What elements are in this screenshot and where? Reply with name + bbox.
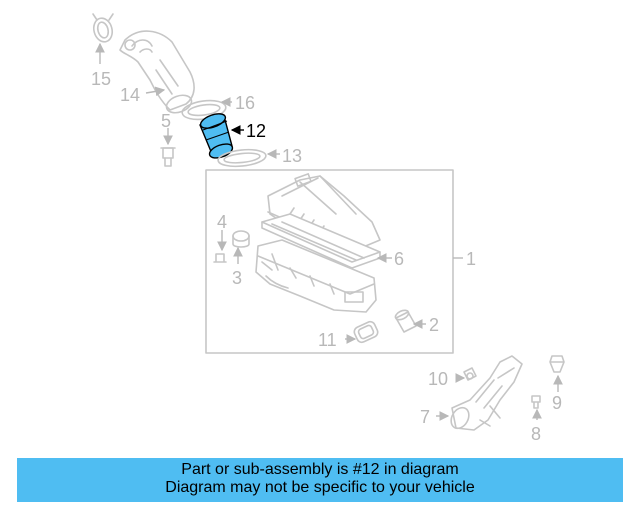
part-14-intake-hose (119, 30, 195, 114)
callout-7: 7 (420, 407, 430, 427)
banner-line-part-number: Part or sub-assembly is #12 in diagram (181, 461, 459, 478)
diagram-note-banner: Part or sub-assembly is #12 in diagram D… (17, 458, 623, 502)
part-4-clip (213, 230, 227, 263)
air-cleaner-lower-housing (255, 239, 377, 313)
callout-8: 8 (531, 424, 541, 444)
part-5-bolt (160, 128, 176, 167)
callout-4: 4 (217, 212, 227, 232)
callout-14: 14 (120, 85, 140, 105)
callout-3: 3 (232, 268, 242, 288)
part-6-filter-element (261, 213, 392, 269)
callout-2: 2 (429, 315, 439, 335)
part-2-fitting (394, 309, 426, 333)
part-8-pin (531, 395, 542, 420)
callout-11: 11 (318, 330, 337, 350)
callout-1: 1 (466, 249, 476, 269)
callout-15: 15 (91, 69, 111, 89)
callout-12-highlighted: 12 (246, 121, 266, 141)
banner-line-disclaimer: Diagram may not be specific to your vehi… (165, 479, 475, 496)
part-7-duct (436, 355, 523, 431)
callout-6: 6 (394, 249, 404, 269)
part-3-grommet (232, 230, 250, 264)
callout-5: 5 (161, 111, 171, 131)
callout-13: 13 (282, 146, 302, 166)
callout-9: 9 (552, 393, 562, 413)
part-15-clamp (92, 13, 114, 64)
part-1-assembly-frame (205, 169, 454, 354)
callout-10: 10 (428, 369, 448, 389)
part-12-connector-highlighted (199, 113, 244, 159)
part-13-gasket (217, 148, 280, 168)
part-11-gasket (345, 320, 379, 344)
part-10-grommet (455, 367, 477, 383)
part-9-clip (549, 355, 565, 392)
callout-16: 16 (235, 93, 255, 113)
